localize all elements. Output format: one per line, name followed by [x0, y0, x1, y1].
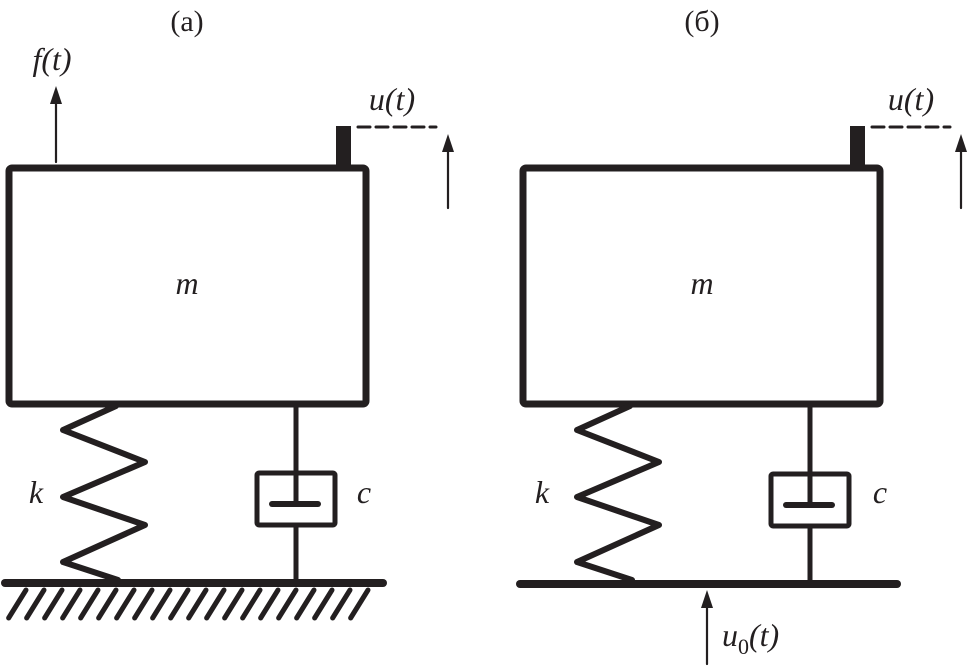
- mass-label: m: [690, 265, 713, 301]
- ground-hatch-line: [114, 587, 137, 621]
- ground-hatch-line: [258, 587, 281, 621]
- ground-hatch-line: [132, 587, 155, 621]
- displacement-arrow: [442, 134, 454, 210]
- damper: [768, 403, 852, 585]
- ground-hatch-line: [96, 587, 119, 621]
- force-arrow: [50, 86, 62, 164]
- base-excitation-subscript: 0: [738, 634, 749, 659]
- displacement-label: u(t): [888, 81, 934, 117]
- spring: [60, 403, 148, 583]
- force-label: f(t): [32, 41, 71, 77]
- spring: [574, 403, 662, 583]
- panel-b: (б) m u(t) k c u0(t): [516, 5, 967, 666]
- damper-label: c: [357, 474, 371, 510]
- ground-hatch-line: [6, 587, 29, 621]
- ground-hatch-line: [42, 587, 65, 621]
- ground-hatch-line: [204, 587, 227, 621]
- displacement-marker: [850, 126, 865, 168]
- spring-label: k: [29, 474, 44, 510]
- displacement-label: u(t): [369, 81, 415, 117]
- spring-label: k: [535, 474, 550, 510]
- ground-hatch-line: [294, 587, 317, 621]
- ground-hatch-line: [348, 587, 371, 621]
- ground-hatch-line: [24, 587, 47, 621]
- base-excitation-arrow: [701, 590, 713, 666]
- ground-hatch-line: [78, 587, 101, 621]
- ground-hatch-line: [168, 587, 191, 621]
- ground-hatch-line: [240, 587, 263, 621]
- displacement-arrow: [955, 134, 967, 210]
- mass-label: m: [175, 265, 198, 301]
- damper-label: c: [873, 474, 887, 510]
- ground-hatch-line: [330, 587, 353, 621]
- ground-hatch-line: [60, 587, 83, 621]
- panel-b-label: (б): [684, 5, 719, 38]
- panel-a: (a) f(t) m u(t) k c: [1, 5, 454, 621]
- mass-block: [5, 164, 370, 408]
- ground-hatch-line: [186, 587, 209, 621]
- ground-hatch-line: [222, 587, 245, 621]
- panel-a-label: (a): [170, 5, 203, 38]
- mass-block: [519, 164, 884, 408]
- fixed-ground: [1, 579, 387, 621]
- displacement-marker: [336, 126, 351, 168]
- ground-hatch-line: [312, 587, 335, 621]
- damper: [254, 403, 338, 585]
- ground-hatch-line: [150, 587, 173, 621]
- ground-hatch-line: [276, 587, 299, 621]
- base-excitation-label: u0(t): [722, 617, 779, 659]
